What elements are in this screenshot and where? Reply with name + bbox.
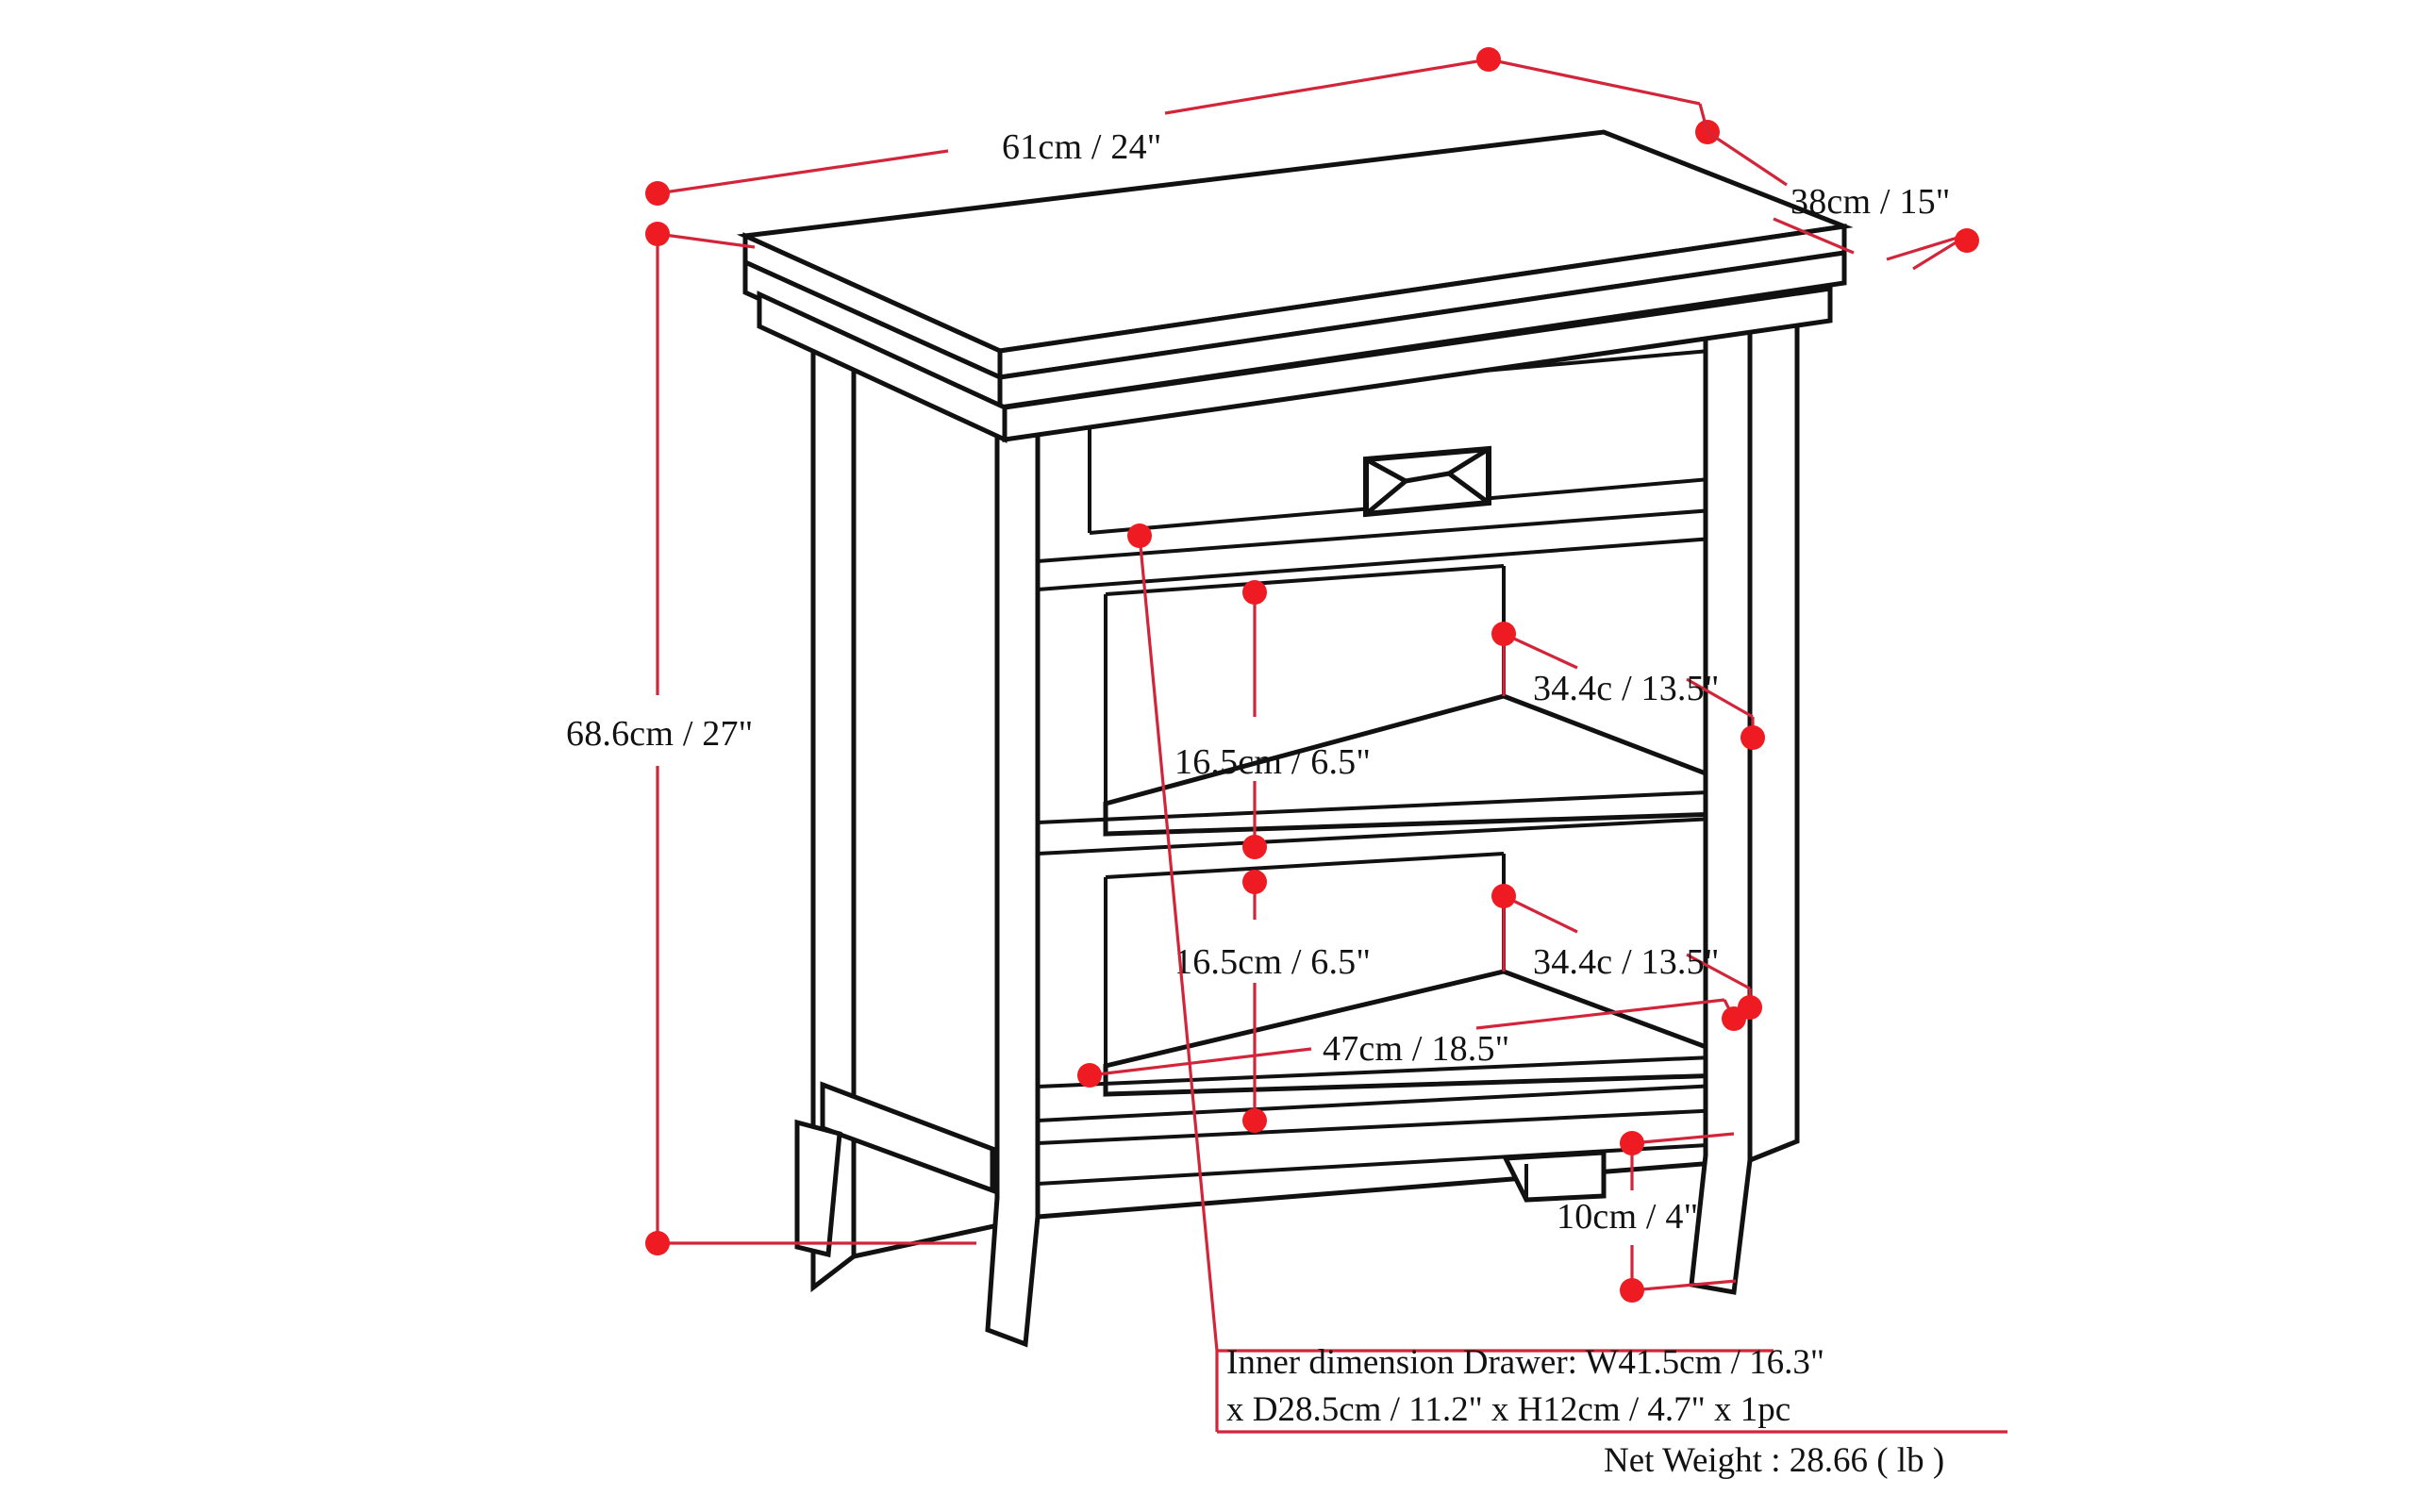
- lower-shelf-height-dimension: 16.5cm / 6.5": [1174, 870, 1371, 1133]
- overall-width-label: 61cm / 24": [1002, 127, 1162, 167]
- dim-dot-shelf-width-right: [1722, 1006, 1746, 1031]
- leg-clearance-dimension: 10cm / 4": [1557, 1131, 1737, 1303]
- inner-dimension-leader: [1127, 523, 2007, 1434]
- drawer-handle[interactable]: [1363, 445, 1491, 518]
- dim-dot-height-bottom: [645, 1231, 670, 1255]
- dim-dot-upper-depth-end: [1740, 725, 1765, 750]
- upper-shelf-height-dimension: 16.5cm / 6.5": [1174, 580, 1371, 859]
- upper-shelf-front-edge: [1036, 789, 1751, 856]
- inner-dimension-line2: x D28.5cm / 11.2" x H12cm / 4.7" x 1pc: [1226, 1390, 1790, 1429]
- overall-width-dimension: 61cm / 24": [645, 47, 1720, 206]
- overall-depth-dimension: 38cm / 15": [1707, 130, 1979, 271]
- side-stretcher: [820, 1081, 995, 1194]
- net-weight-label: Net Weight : 28.66 ( lb ): [1604, 1441, 1944, 1480]
- dim-dot-clearance-bottom: [1620, 1278, 1644, 1303]
- dim-dot-upper-height-bottom: [1242, 835, 1267, 859]
- drawer-rail: [1037, 506, 1751, 591]
- overall-height-label: 68.6cm / 27": [566, 714, 753, 754]
- overall-height-dimension: 68.6cm / 27": [566, 222, 976, 1255]
- dim-dot-upper-depth-start: [1491, 622, 1516, 646]
- lower-shelf-front-edge: [1036, 1055, 1735, 1122]
- lower-shelf-height-label: 16.5cm / 6.5": [1174, 942, 1371, 982]
- dim-dot-lower-depth-start: [1491, 884, 1516, 908]
- dim-dot-lower-height-bottom: [1242, 1108, 1267, 1133]
- shelf-width-label: 47cm / 18.5": [1323, 1029, 1509, 1069]
- dim-dot-lower-height-top: [1242, 870, 1267, 894]
- back-left-leg-foot: [794, 1119, 842, 1258]
- dim-dot-upper-height-top: [1242, 580, 1267, 605]
- overall-depth-label: 38cm / 15": [1790, 182, 1951, 222]
- lower-shelf-depth-label: 34.4c / 13.5": [1533, 942, 1720, 982]
- shelf-width-dimension: 47cm / 18.5": [1077, 998, 1746, 1088]
- dim-dot-height-top: [645, 222, 670, 246]
- leg-clearance-label: 10cm / 4": [1557, 1197, 1698, 1237]
- dim-dot-width-top: [1476, 47, 1501, 72]
- dim-dot-drawer-callout: [1127, 523, 1152, 548]
- dim-dot-width-left: [645, 181, 670, 206]
- upper-shelf-depth-label: 34.4c / 13.5": [1533, 669, 1720, 708]
- dimension-annotations: 61cm / 24" 38cm / 15": [566, 47, 2007, 1480]
- dim-dot-depth-end: [1955, 228, 1979, 253]
- tabletop: [736, 129, 1854, 443]
- inner-dimension-line1: Inner dimension Drawer: W41.5cm / 16.3": [1226, 1343, 1824, 1382]
- upper-shelf-height-label: 16.5cm / 6.5": [1174, 742, 1371, 782]
- upper-shelf-depth-dimension: 34.4c / 13.5": [1491, 622, 1765, 750]
- center-foot-block: [1502, 1150, 1607, 1203]
- furniture-body: [736, 129, 1854, 1348]
- dim-dot-shelf-width-left: [1077, 1063, 1102, 1088]
- dim-dot-clearance-top: [1620, 1131, 1644, 1155]
- front-left-leg: [985, 374, 1041, 1348]
